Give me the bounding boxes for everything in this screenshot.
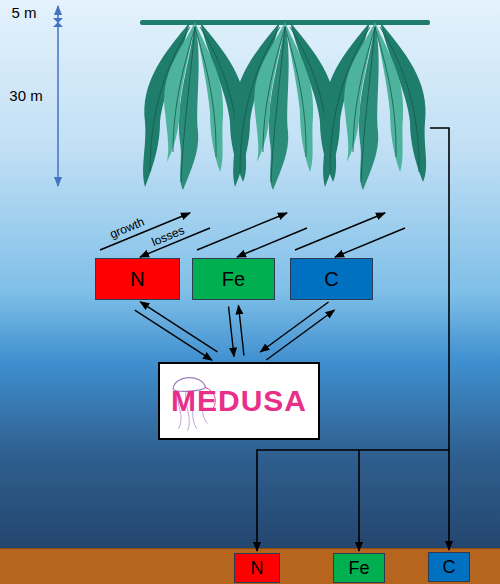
- model-name: MEDUSA: [171, 384, 307, 418]
- exchange-arrow: [260, 302, 328, 352]
- element-symbol: Fe: [222, 268, 245, 291]
- dimension-label: 5 m: [11, 4, 36, 21]
- exchange-arrow: [140, 302, 217, 352]
- element-symbol: N: [130, 268, 144, 291]
- exchange-arrow: [238, 305, 244, 355]
- sediment-box: N: [234, 553, 280, 583]
- model-box: MEDUSA: [158, 362, 320, 440]
- sediment-box: C: [428, 552, 470, 582]
- dimension-label: 30 m: [9, 87, 42, 104]
- element-symbol: N: [251, 558, 264, 579]
- flux-label: growth: [108, 215, 147, 242]
- element-symbol: C: [443, 557, 456, 578]
- element-symbol: Fe: [348, 558, 369, 579]
- nutrient-box: C: [290, 258, 373, 300]
- nutrient-box: N: [95, 258, 180, 300]
- nutrient-box: Fe: [192, 258, 275, 300]
- sediment-box: Fe: [333, 553, 385, 583]
- exchange-arrow: [266, 310, 334, 360]
- element-symbol: C: [324, 268, 338, 291]
- exchange-arrow: [135, 310, 212, 360]
- exchange-arrow: [229, 307, 235, 357]
